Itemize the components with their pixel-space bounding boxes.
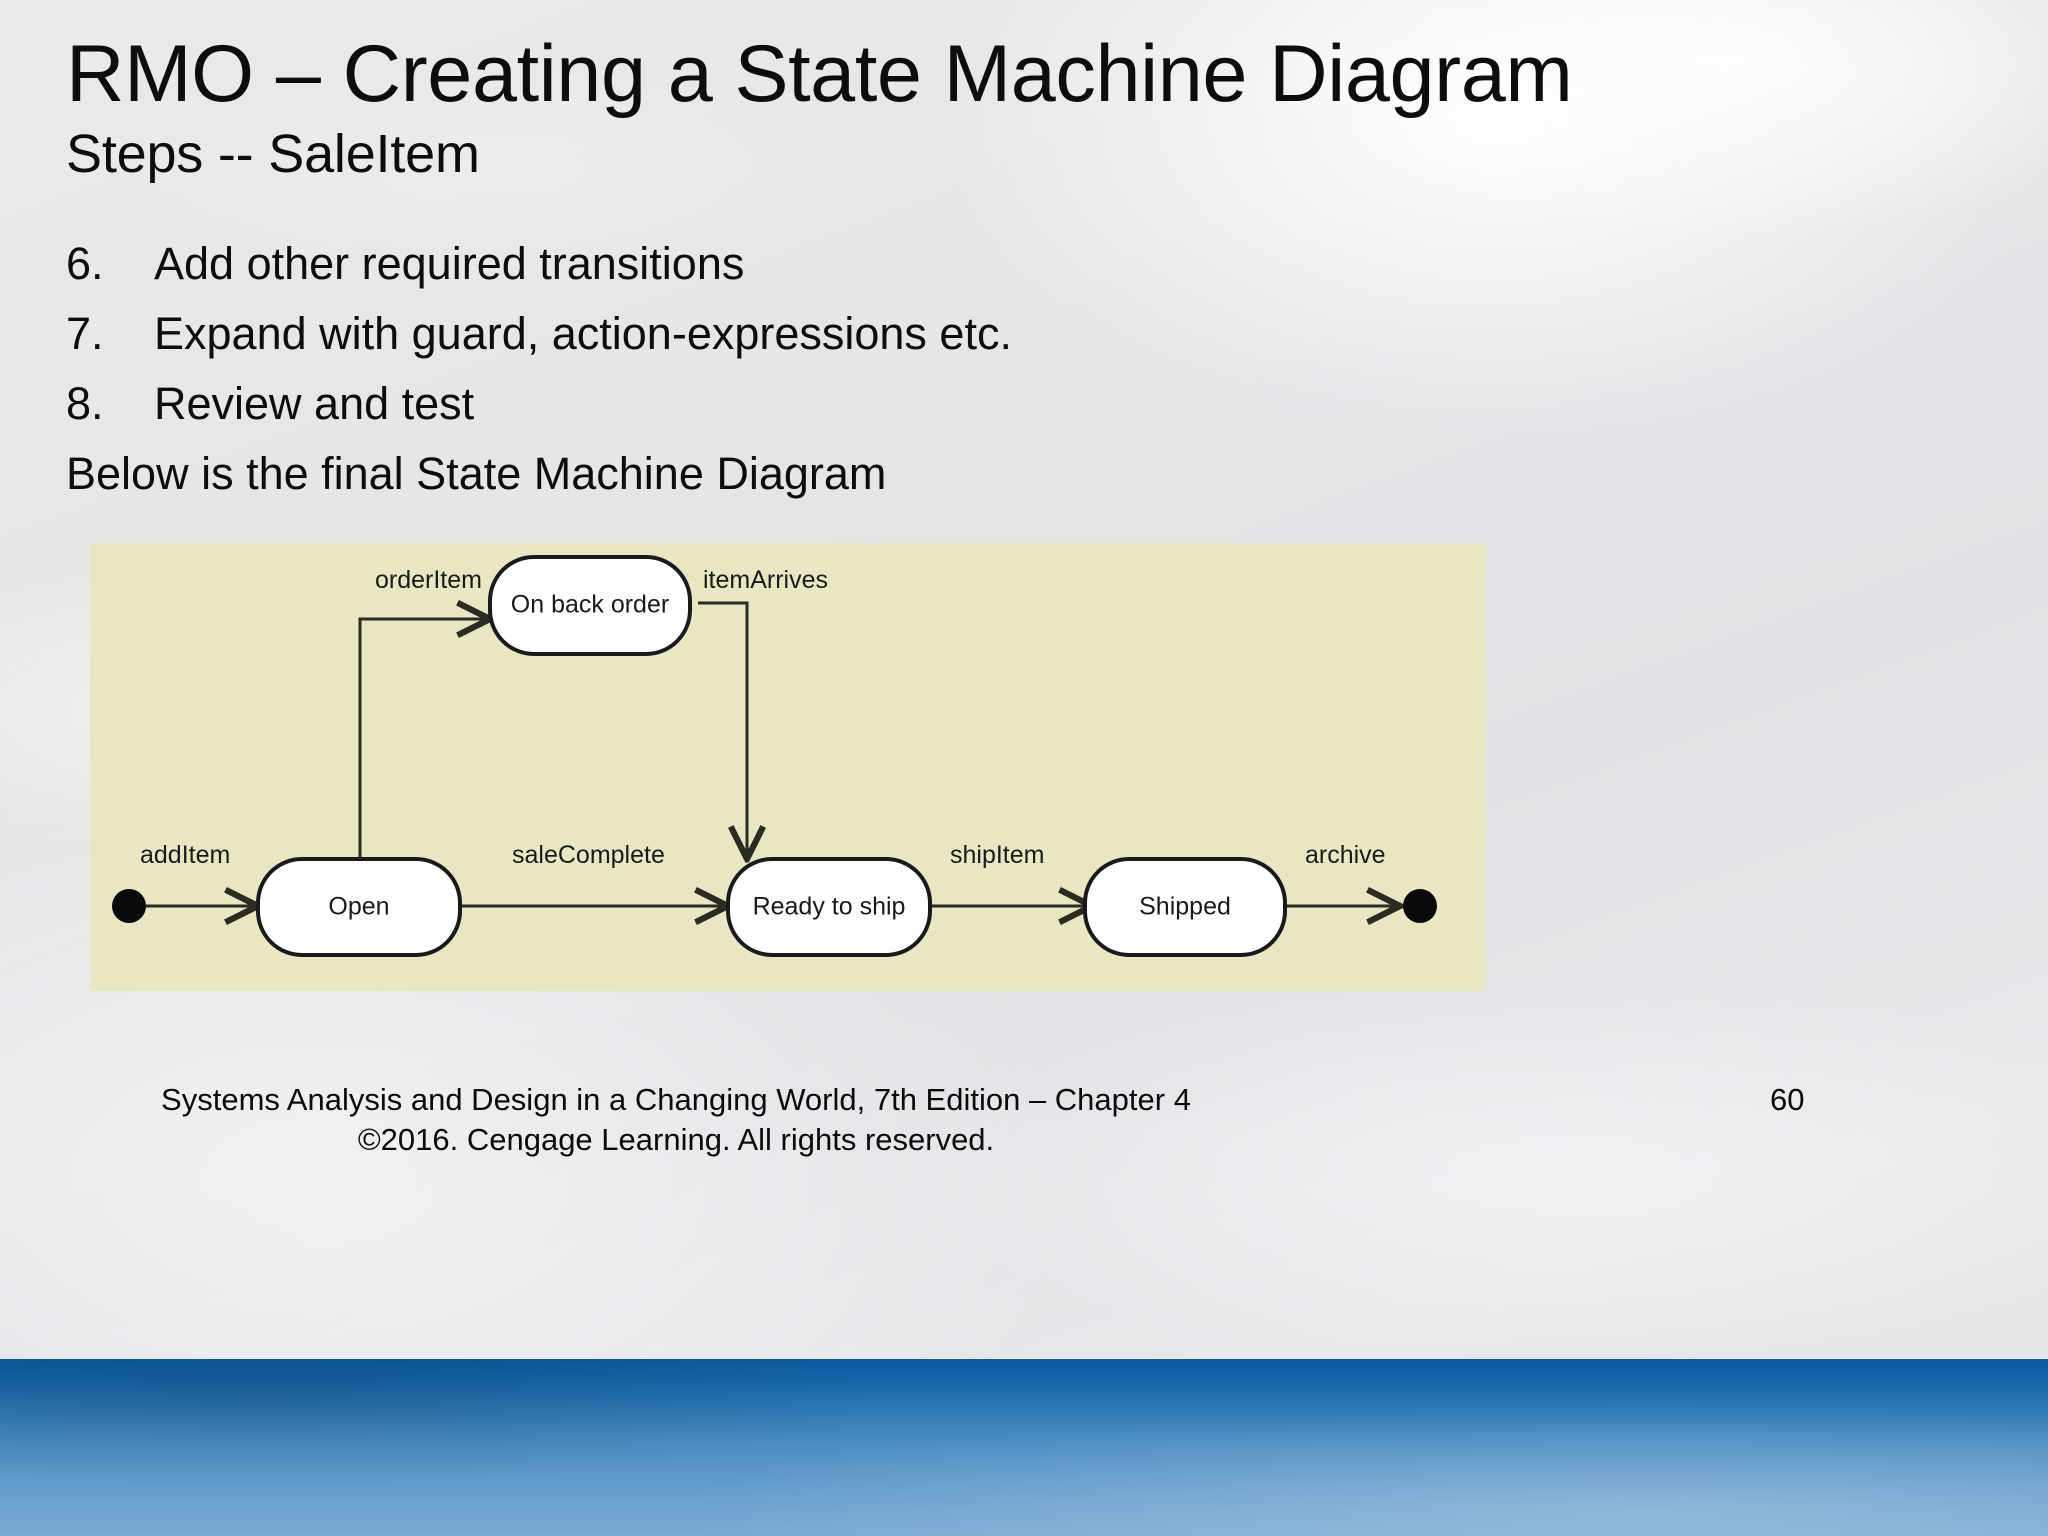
transition-label-archive: archive — [1305, 841, 1386, 869]
list-item-label: Add other required transitions — [154, 238, 745, 289]
transition-orderItem-line — [358, 619, 490, 863]
list-item: 8. Review and test — [66, 378, 1466, 430]
title-block: RMO – Creating a State Machine Diagram S… — [66, 29, 1966, 184]
page-subtitle: Steps -- SaleItem — [66, 124, 480, 184]
state-label: On back order — [511, 591, 669, 619]
transition-label-shipItem: shipItem — [950, 841, 1044, 869]
state-machine-diagram: On back order Open Ready to ship Shipped… — [90, 543, 1486, 991]
page-title: RMO – Creating a State Machine Diagram — [66, 29, 1573, 119]
list-item: 6. Add other required transitions — [66, 238, 1466, 290]
list-item-number: 7. — [66, 308, 104, 359]
transition-label-orderItem: orderItem — [375, 566, 482, 594]
footer-citation: Systems Analysis and Design in a Changin… — [26, 1080, 1326, 1159]
state-label: Shipped — [1139, 893, 1231, 921]
body-list: 6. Add other required transitions 7. Exp… — [66, 238, 1466, 500]
transition-label-saleComplete: saleComplete — [512, 841, 665, 869]
list-item-number: 6. — [66, 238, 104, 289]
list-item-label: Review and test — [154, 378, 475, 429]
transition-label-itemArrives: itemArrives — [703, 566, 828, 594]
footer-line-1: Systems Analysis and Design in a Changin… — [161, 1082, 1191, 1117]
footer-line-2: ©2016. Cengage Learning. All rights rese… — [357, 1121, 995, 1157]
list-item-number: 8. — [66, 378, 104, 429]
page-number: 60 — [1770, 1082, 1805, 1117]
background-wisp — [900, 980, 2048, 1360]
transition-itemArrives-line — [698, 601, 747, 859]
state-on-back-order: On back order — [488, 555, 692, 656]
state-label: Ready to ship — [753, 893, 906, 921]
final-state-node — [1403, 889, 1437, 923]
list-item: 7. Expand with guard, action-expressions… — [66, 308, 1466, 360]
initial-state-node — [112, 889, 146, 923]
state-open: Open — [256, 857, 462, 957]
state-shipped: Shipped — [1083, 857, 1287, 957]
closing-line: Below is the final State Machine Diagram — [66, 448, 887, 499]
list-item-label: Expand with guard, action-expressions et… — [154, 308, 1012, 359]
state-ready-to-ship: Ready to ship — [726, 857, 932, 957]
state-label: Open — [328, 893, 389, 921]
transition-label-addItem: addItem — [140, 841, 230, 869]
footer-band — [0, 1359, 2048, 1536]
